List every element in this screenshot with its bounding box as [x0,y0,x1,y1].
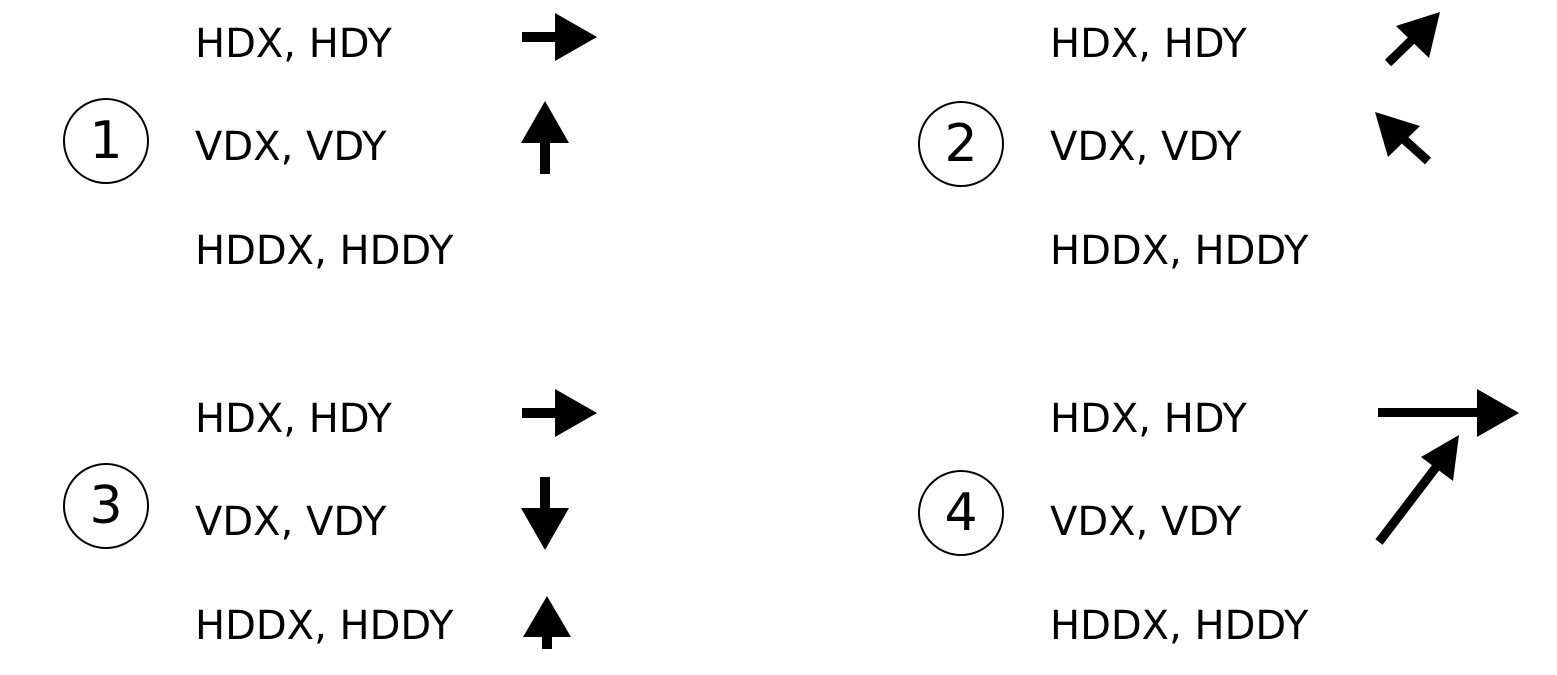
arrow-up-icon [523,596,571,649]
arrow-up-right-icon [1384,12,1440,67]
arrow-up-right-long-icon [1375,435,1459,545]
arrow-right-icon [522,13,597,61]
panel-number-badge: 3 [63,463,149,549]
arrow-up-left-icon [1375,112,1432,165]
row-label-hdx-hdy: HDX, HDY [195,21,392,67]
row-label-hdx-hdy: HDX, HDY [1050,396,1247,442]
row-label-hddx-hddy: HDDX, HDDY [195,603,454,649]
row-label-vdx-vdy: VDX, VDY [1050,124,1242,170]
panel-2-arrows [1375,12,1440,165]
row-label-hdx-hdy: HDX, HDY [195,396,392,442]
row-label-hddx-hddy: HDDX, HDDY [1050,228,1309,274]
panel-number-badge: 1 [63,98,149,184]
row-label-hddx-hddy: HDDX, HDDY [1050,603,1309,649]
panel-3: 3 HDX, HDY VDX, VDY HDDX, HDDY [0,375,700,675]
panel-1-arrows [521,13,597,174]
row-label-hddx-hddy: HDDX, HDDY [195,228,454,274]
arrow-down-icon [521,477,569,550]
arrow-up-icon [521,101,569,174]
row-label-vdx-vdy: VDX, VDY [195,124,387,170]
panel-4: 4 HDX, HDY VDX, VDY HDDX, HDDY [855,375,1555,675]
panel-3-arrows [521,389,597,649]
panel-1: 1 HDX, HDY VDX, VDY HDDX, HDDY [0,0,700,300]
row-label-hdx-hdy: HDX, HDY [1050,21,1247,67]
panel-number-badge: 4 [918,470,1004,556]
arrow-right-icon [522,389,597,437]
panel-number-badge: 2 [918,101,1004,187]
arrow-right-long-icon [1378,389,1519,437]
panel-2: 2 HDX, HDY VDX, VDY HDDX, HDDY [855,0,1555,300]
row-label-vdx-vdy: VDX, VDY [195,499,387,545]
panel-4-arrows [1375,389,1519,545]
row-label-vdx-vdy: VDX, VDY [1050,499,1242,545]
